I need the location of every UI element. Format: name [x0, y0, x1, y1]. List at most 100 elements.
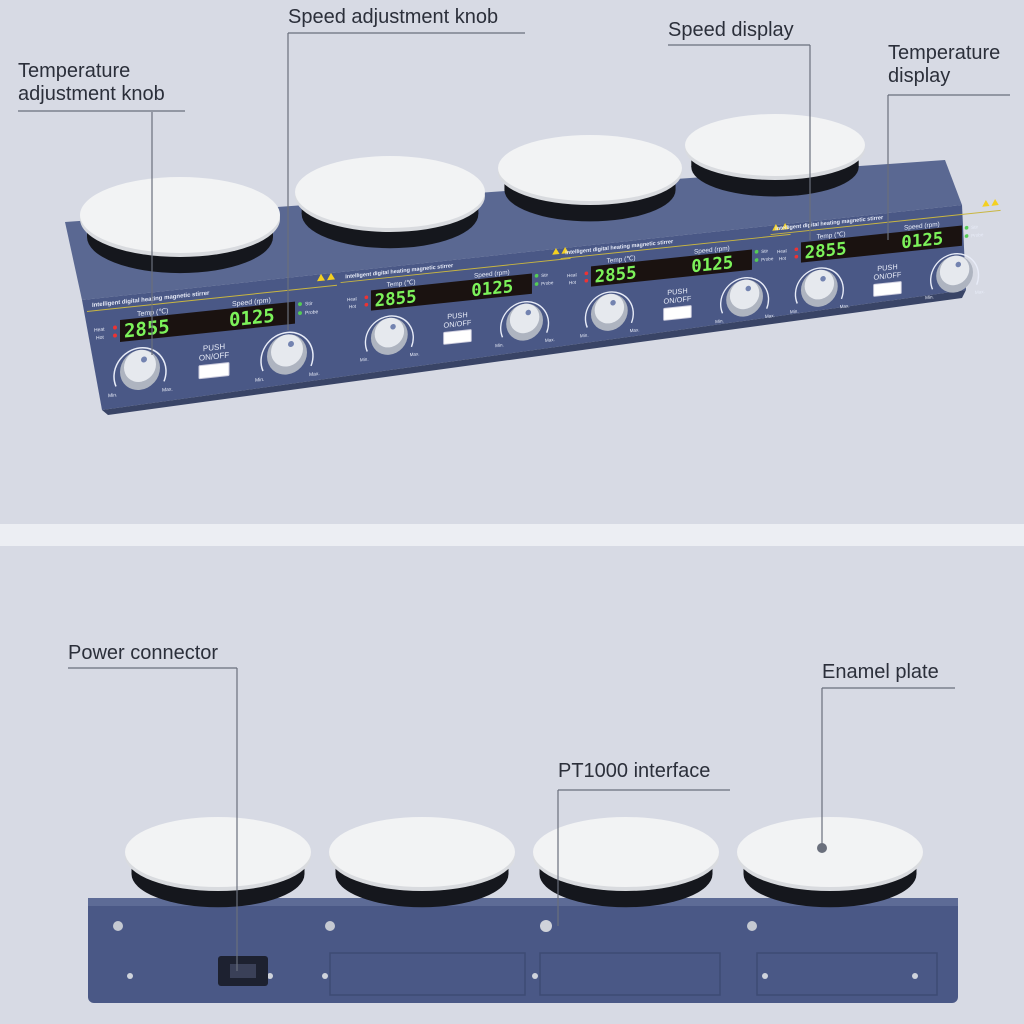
- speed-knob-icon: [500, 301, 550, 341]
- hot-led-icon: [584, 278, 589, 283]
- power-connector-label: Power connector: [68, 642, 219, 664]
- push-label-2: ON/OFF: [444, 318, 472, 330]
- temp-header: Temp (℃): [387, 279, 416, 289]
- heat-indicator-label: Heat: [567, 272, 577, 278]
- speed-knob-icon: [720, 277, 770, 317]
- temperature-knob-min-label: Min.: [580, 333, 589, 339]
- speed-display: 0125: [691, 253, 733, 277]
- speed-knob-icon: [930, 253, 980, 293]
- probe-indicator-label: Probe: [541, 280, 554, 286]
- device-top-surface: [65, 160, 962, 300]
- heat-led-icon: [794, 247, 799, 252]
- enamel-plate-3: [498, 135, 682, 222]
- display-window: [590, 249, 752, 287]
- temperature-knob-max-label: Max.: [410, 351, 420, 357]
- enamel-plate-label: Enamel plate: [822, 661, 939, 683]
- enamel-plate-2: [329, 817, 515, 908]
- stir-led-icon: [754, 249, 759, 254]
- screw-icon: [113, 921, 123, 931]
- probe-indicator-label: Probe: [761, 256, 774, 262]
- temperature-display: 2855: [375, 287, 417, 311]
- enamel-plate-1: [125, 817, 311, 908]
- hot-led-icon: [364, 302, 369, 307]
- device-rear-body: [88, 898, 958, 1003]
- temp-header: Temp (℃): [607, 255, 636, 265]
- power-button[interactable]: [873, 281, 902, 297]
- speed-header: Speed (rpm): [232, 297, 271, 308]
- screw-icon: [322, 973, 328, 979]
- speed-knob-icon: [260, 331, 314, 375]
- heat-indicator-label: Heat: [94, 327, 105, 334]
- warning-icon: [982, 199, 999, 207]
- power-button[interactable]: [443, 329, 472, 345]
- push-label-1: PUSH: [877, 262, 897, 273]
- temperature-knob-min-label: Min.: [108, 392, 117, 399]
- speed-header: Speed (rpm): [904, 221, 940, 232]
- hot-led-icon: [113, 333, 117, 338]
- push-label-1: PUSH: [447, 310, 467, 321]
- speed-display-label: Speed display: [668, 19, 794, 41]
- enamel-plate-2: [295, 156, 485, 249]
- rear-view-panel: Power connector Enamel plate PT1000 inte…: [0, 546, 1024, 1024]
- screw-icon: [912, 973, 918, 979]
- warning-icon: [552, 247, 569, 255]
- screw-icon: [532, 973, 538, 979]
- heat-led-icon: [584, 271, 589, 276]
- stir-led-icon: [534, 273, 539, 278]
- screw-icon: [747, 921, 757, 931]
- temp-header: Temp (℃): [817, 231, 846, 241]
- speed-header: Speed (rpm): [694, 245, 730, 256]
- warning-icon: [772, 223, 789, 231]
- warning-icon: [317, 272, 335, 282]
- speed-display: 0125: [471, 277, 513, 301]
- hot-indicator-label: Hot: [349, 304, 357, 310]
- enamel-plate-1: [80, 177, 280, 274]
- probe-indicator-label: Probe: [305, 309, 319, 316]
- temperature-knob-max-label: Max.: [162, 386, 173, 393]
- speed-header: Speed (rpm): [474, 269, 510, 280]
- display-window: [120, 301, 295, 343]
- push-label-1: PUSH: [203, 342, 225, 353]
- screw-icon: [325, 921, 335, 931]
- temperature-knob-icon: [794, 267, 844, 307]
- enamel-plate-4: [685, 114, 865, 197]
- temp-header: Temp (℃): [137, 308, 169, 318]
- enamel-plate-4: [737, 817, 923, 908]
- screw-icon: [762, 973, 768, 979]
- hot-indicator-label: Hot: [779, 256, 787, 262]
- rear-vent: [756, 952, 938, 996]
- temperature-knob-min-label: Min.: [360, 357, 369, 363]
- display-window: [800, 225, 962, 263]
- stir-indicator-label: Stir: [761, 248, 768, 254]
- probe-led-icon: [534, 282, 539, 286]
- hot-led-icon: [794, 254, 799, 259]
- pt1000-interface-label: PT1000 interface: [558, 760, 711, 782]
- temperature-display: 2855: [124, 316, 170, 343]
- hot-indicator-label: Hot: [96, 335, 104, 342]
- display-window: [370, 273, 532, 311]
- stir-led-icon: [298, 302, 302, 307]
- power-button[interactable]: [663, 305, 692, 321]
- stirrer-module-3: Intelligent digital heating magnetic sti…: [560, 223, 791, 339]
- pt1000-interface-icon: [540, 920, 552, 932]
- rear-view-device: [68, 667, 958, 1003]
- push-label-2: ON/OFF: [664, 294, 692, 306]
- speed-knob-max-label: Max.: [975, 289, 985, 295]
- speed-knob-label: Speed adjustment knob: [288, 6, 499, 28]
- speed-knob-min-label: Min.: [495, 342, 504, 348]
- stir-indicator-label: Stir: [305, 301, 313, 308]
- probe-led-icon: [754, 258, 759, 262]
- temperature-knob-max-label: Max.: [840, 303, 850, 309]
- temperature-display: 2855: [805, 239, 847, 263]
- power-button[interactable]: [198, 362, 230, 380]
- temperature-knob-icon: [113, 347, 167, 391]
- enamel-plate-3: [533, 817, 719, 908]
- heat-led-icon: [364, 295, 369, 300]
- front-view-panel: Intelligent digital heating magnetic sti…: [0, 0, 1024, 524]
- probe-indicator-label: Probe: [971, 232, 984, 238]
- speed-display: 0125: [901, 229, 943, 253]
- rear-vent: [539, 952, 721, 996]
- front-view-device: Intelligent digital heating magnetic sti…: [18, 32, 1010, 415]
